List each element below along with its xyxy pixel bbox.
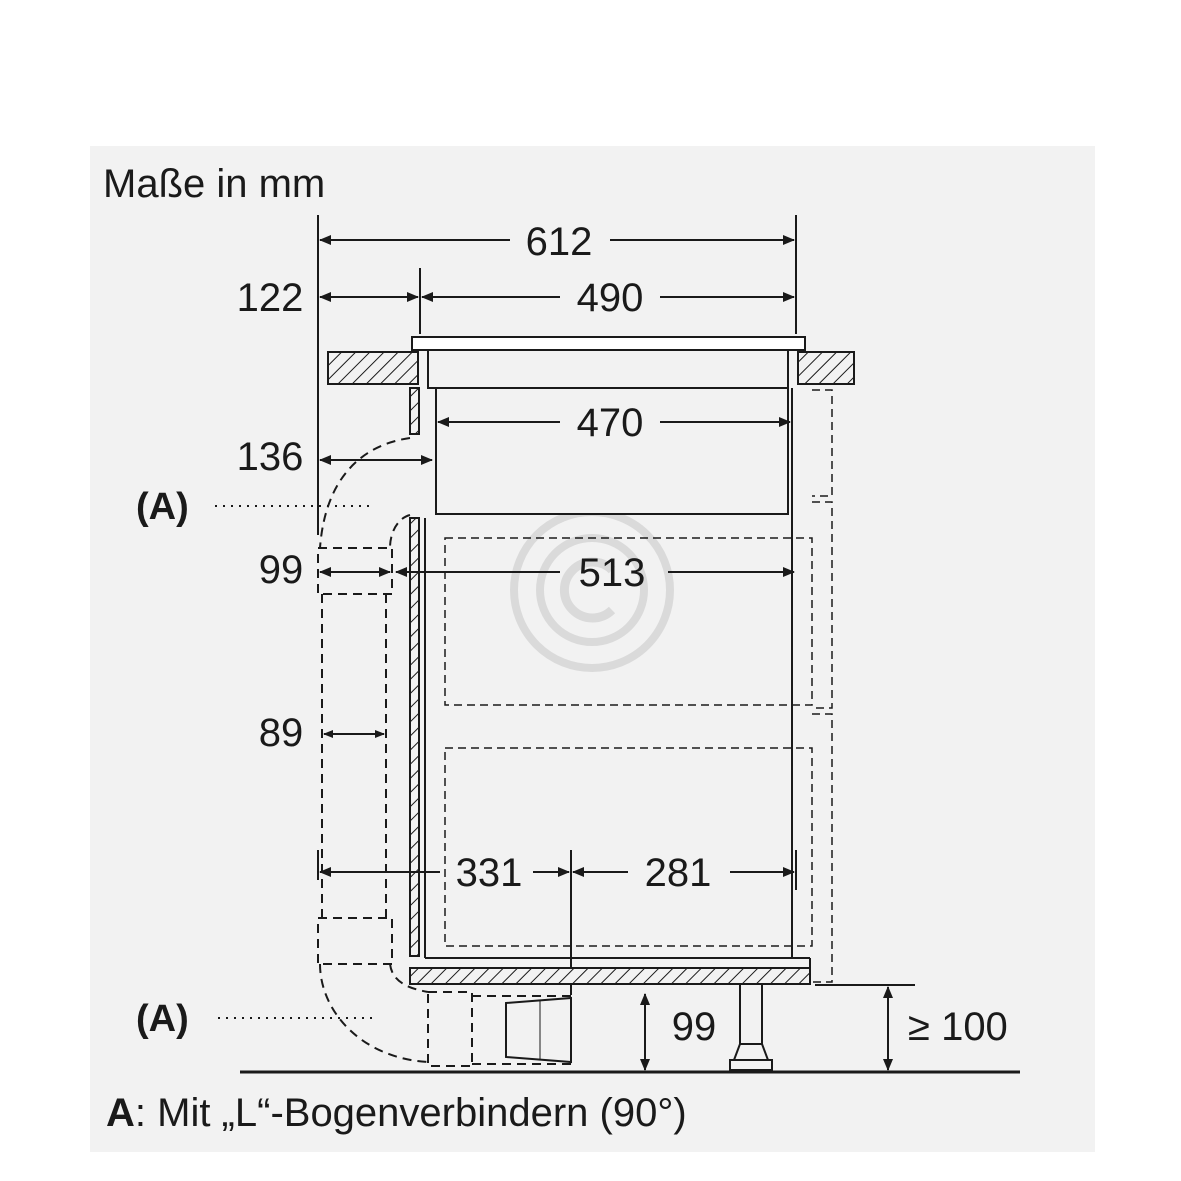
air-duct [317, 437, 571, 1067]
dim-612: 612 [526, 220, 593, 264]
dimension-arrows [319, 235, 893, 1071]
dim-490: 490 [577, 276, 644, 320]
footnote-text: : Mit „L“-Bogenverbindern (90°) [135, 1091, 687, 1135]
footnote: A: Mit „L“-Bogenverbindern (90°) [106, 1091, 687, 1135]
footnote-key: A [106, 1091, 135, 1135]
dim-331: 331 [456, 851, 523, 895]
callout-a-upper: (A) [136, 486, 189, 528]
duct-outlet [505, 996, 572, 1064]
worktop-right [797, 351, 855, 385]
drawers [444, 389, 833, 983]
dim-136: 136 [237, 435, 304, 479]
cabinet-bottom [409, 967, 811, 985]
dim-122: 122 [237, 276, 304, 320]
back-panel-upper [409, 387, 420, 435]
dim-min-100: ≥ 100 [908, 1005, 1008, 1049]
back-panel [409, 517, 420, 957]
diagram-title: Maße in mm [103, 162, 325, 206]
dim-513: 513 [579, 551, 646, 595]
dim-281: 281 [645, 851, 712, 895]
hob-body [435, 387, 789, 515]
cabinet-foot [729, 983, 773, 1071]
dim-99-top: 99 [259, 548, 304, 592]
hob-frame [427, 349, 789, 389]
cabinet-lines [424, 388, 811, 968]
callout-a-lower: (A) [136, 998, 189, 1040]
extension-lines [317, 215, 915, 995]
worktop-left [327, 351, 419, 385]
dim-470: 470 [577, 401, 644, 445]
hob-glass [411, 336, 806, 351]
dim-89: 89 [259, 711, 304, 755]
dim-99-bottom: 99 [672, 1005, 717, 1049]
